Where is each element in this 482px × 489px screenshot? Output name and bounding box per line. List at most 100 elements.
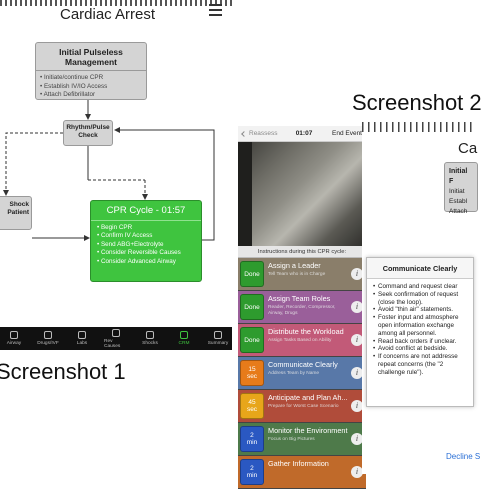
toolbar-airway[interactable]: Airway: [2, 331, 26, 346]
task-subtitle: Focus on Big Pictures: [268, 437, 315, 442]
task-subtitle: Address Team by Name: [268, 371, 320, 376]
camera-photo: [238, 142, 366, 246]
list-item: • Consider Reversible Causes: [97, 249, 181, 257]
task-title: Anticipate and Plan Ah...: [268, 393, 348, 402]
info-icon[interactable]: i: [351, 268, 363, 280]
task-subtitle: Assign Tasks Based on Ability: [268, 338, 332, 343]
list-item: • Establish IV/IO Access: [40, 82, 108, 90]
connector-cpr-to-rhythm: [114, 127, 215, 241]
task-status-badge[interactable]: Done: [240, 327, 264, 353]
initial-management-box[interactable]: Initial Pulseless Management • Initiate/…: [35, 42, 147, 100]
list-item: among all personnel.: [378, 329, 437, 337]
list-item: If concerns are not addresse: [373, 353, 469, 361]
end-event-button[interactable]: End Event: [332, 130, 362, 137]
task-status-badge[interactable]: Done: [240, 294, 264, 320]
list-item: Read back orders if unclear.: [373, 338, 469, 346]
info-icon[interactable]: i: [351, 400, 363, 412]
initial-management-box[interactable]: Initial F Initiat Establ Attach: [444, 162, 478, 215]
cpr-cycle-box[interactable]: CPR Cycle - 01:57 • Begin CPR • Confirm …: [90, 200, 202, 282]
rev-causes-icon: [112, 328, 120, 337]
notebook-spiral: [362, 122, 474, 132]
task-title: Assign a Leader: [268, 261, 321, 270]
bottom-toolbar: Airway Drugs/IVF Labs Rev Causes Shocks …: [0, 327, 232, 350]
task-status-badge[interactable]: 2 min: [240, 459, 264, 485]
caption-screenshot-2: Screenshot 2: [352, 90, 482, 115]
labs-icon: [78, 331, 86, 339]
task-subtitle: Reader, Recorder, Compressor, Airway, Dr…: [268, 305, 336, 316]
shock-patient-box[interactable]: Shock Patient: [0, 196, 32, 230]
list-item: • Initiate/continue CPR: [40, 74, 104, 81]
list-item: open information exchange: [378, 321, 454, 329]
connector-rhythm-to-shock: [3, 132, 63, 196]
communicate-clearly-popup: Communicate Clearly Command and request …: [366, 257, 474, 407]
list-item: Avoid conflict at bedside.: [373, 345, 469, 353]
task-status-badge[interactable]: 2 min: [240, 426, 264, 452]
toolbar-shocks[interactable]: Shocks: [138, 331, 162, 346]
shocks-icon: [146, 331, 154, 339]
cycle-timer: 01:07: [295, 130, 313, 137]
popup-title: Communicate Clearly: [367, 258, 473, 279]
list-item: (close the loop).: [378, 298, 423, 306]
task-title: Distribute the Workload: [268, 327, 344, 336]
shock-label-2: Patient: [7, 209, 29, 216]
instructions-label: Instructions during this CPR cycle:: [238, 246, 366, 258]
task-row[interactable]: 2 min Gather Information i: [238, 456, 366, 489]
reassess-button[interactable]: Reassess: [241, 130, 286, 137]
task-subtitle: Prepare for Worst Case Scenario: [268, 404, 339, 409]
caption-screenshot-1: Screenshot 1: [0, 359, 126, 384]
toolbar-crm[interactable]: CRM: [172, 331, 196, 346]
toolbar-summary[interactable]: Summary: [206, 331, 230, 346]
list-item: Avoid "thin air" statements.: [373, 306, 469, 314]
toolbar-drugs[interactable]: Drugs/IVF: [36, 331, 60, 346]
task-status-badge[interactable]: 15 sec: [240, 360, 264, 386]
list-item: Seek confirmation of request: [373, 291, 469, 299]
task-status-badge[interactable]: Done: [240, 261, 264, 287]
info-icon[interactable]: i: [351, 466, 363, 478]
menu-icon[interactable]: [209, 4, 222, 16]
list-item: repeat concerns (the "2: [378, 360, 444, 368]
airway-icon: [10, 331, 18, 339]
nav-bar: Reassess 01:07 End Event: [238, 126, 366, 142]
decline-button[interactable]: Decline S: [446, 452, 481, 461]
task-status-badge[interactable]: 45 sec: [240, 393, 264, 419]
tablet-title: Ca: [458, 140, 478, 157]
flowchart-connectors: [3, 100, 215, 241]
chevron-left-icon: [241, 130, 247, 137]
rhythm-check-box[interactable]: Rhythm/Pulse Check: [63, 120, 113, 146]
task-title: Monitor the Environment: [268, 426, 348, 435]
list-item: challenge rule").: [378, 368, 424, 376]
info-icon[interactable]: i: [351, 367, 363, 379]
list-item: • Send ABG+Electrolyte: [97, 240, 164, 248]
toolbar-labs[interactable]: Labs: [70, 331, 94, 346]
page-title: Cardiac Arrest: [60, 6, 156, 23]
list-item: • Attach Defibrillator: [40, 91, 96, 99]
screenshot-1-panel: Cardiac Arrest Initial Pulseless Managem…: [0, 0, 232, 360]
initial-management-title: Initial Pulseless Management: [36, 43, 146, 71]
task-subtitle: Tell Team who is in Charge: [268, 272, 326, 277]
info-icon[interactable]: i: [351, 301, 363, 313]
list-item: • Consider Advanced Airway: [97, 257, 176, 265]
task-title: Communicate Clearly: [268, 360, 338, 369]
summary-icon: [214, 331, 222, 339]
list-item: Command and request clear: [373, 283, 469, 291]
drugs-icon: [44, 331, 52, 339]
list-item: • Confirm IV Access: [97, 232, 153, 240]
task-title: Gather Information: [268, 459, 329, 468]
list-item: Foster input and atmosphere: [373, 314, 469, 322]
toolbar-rev-causes[interactable]: Rev Causes: [104, 328, 128, 349]
rhythm-check-label-1: Rhythm/Pulse: [66, 124, 110, 131]
rhythm-check-label-2: Check: [78, 132, 98, 139]
notebook-spiral: [0, 0, 232, 6]
screenshot-2-phone: Reassess 01:07 End Event Instructions du…: [238, 126, 366, 489]
info-icon[interactable]: i: [351, 334, 363, 346]
cpr-cycle-title: CPR Cycle - 01:57: [91, 201, 201, 221]
popup-list: Command and request clearSeek confirmati…: [367, 279, 473, 377]
info-icon[interactable]: i: [351, 433, 363, 445]
task-row[interactable]: 45 sec Anticipate and Plan Ah... Prepare f…: [238, 390, 366, 423]
